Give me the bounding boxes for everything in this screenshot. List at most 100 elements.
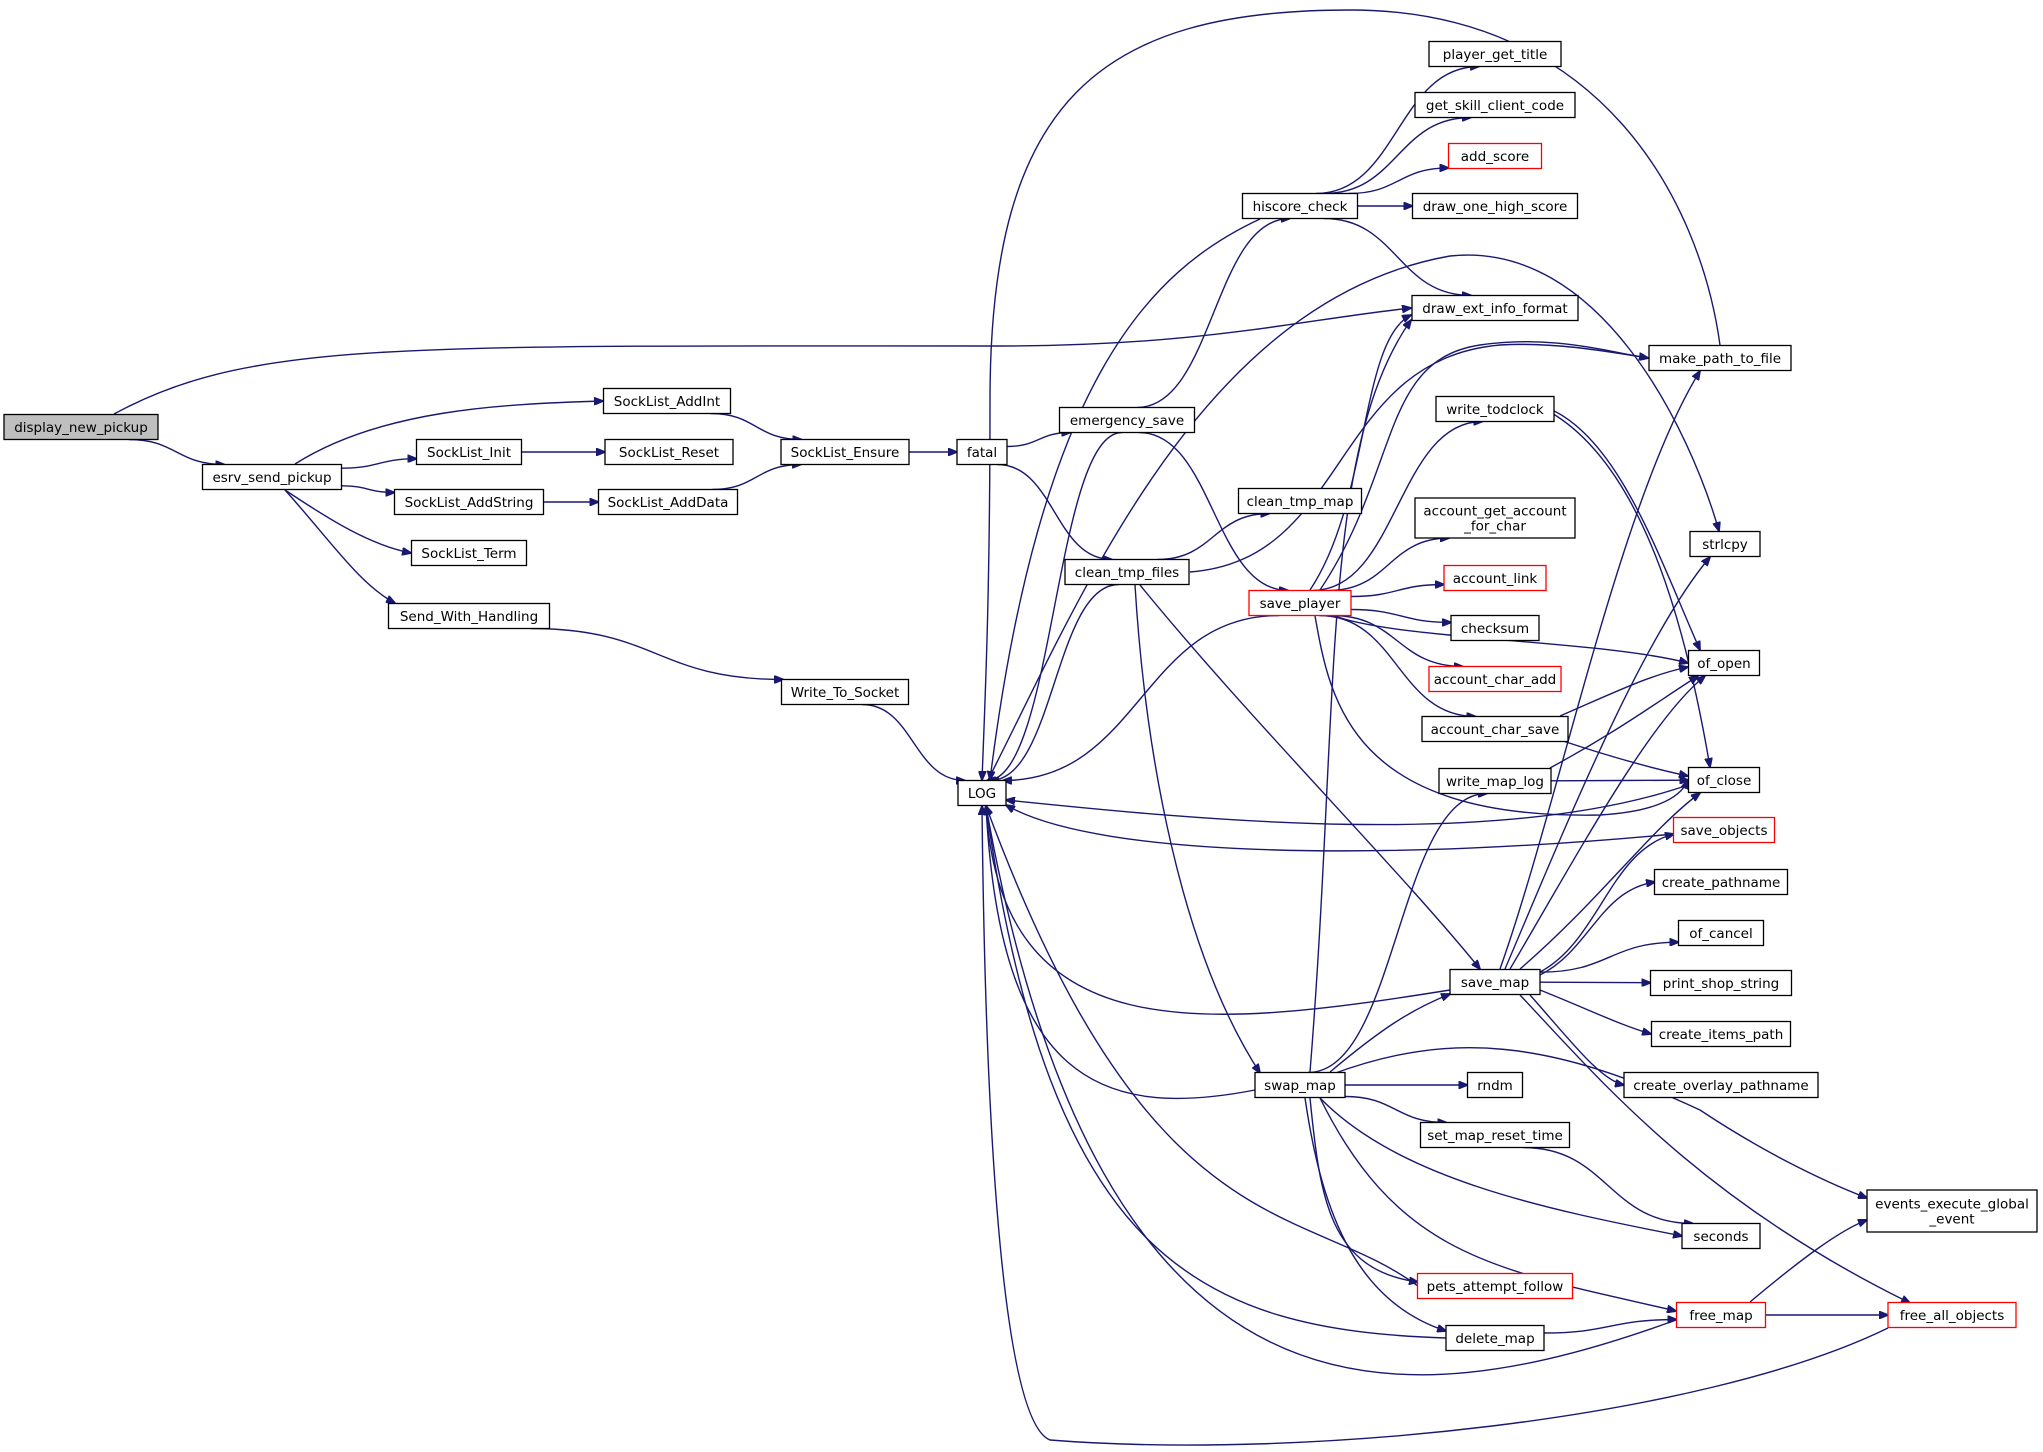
edge-write_map_log-to-of_close <box>1550 780 1689 781</box>
node-label: account_char_save <box>1431 722 1560 738</box>
node-label: account_char_add <box>1434 672 1557 688</box>
edge-swap_map-to-delete_map <box>1304 1097 1446 1331</box>
edge-layer <box>113 9 1910 1446</box>
node-Write_To_Socket[interactable]: Write_To_Socket <box>780 678 910 706</box>
node-box <box>1449 968 1541 996</box>
node-write_map_log[interactable]: write_map_log <box>1438 767 1552 795</box>
node-get_skill_client_code[interactable]: get_skill_client_code <box>1414 91 1576 119</box>
node-LOG[interactable]: LOG <box>957 779 1007 807</box>
edge-save_player-to-LOG <box>1003 614 1280 781</box>
node-emergency_save[interactable]: emergency_save <box>1058 406 1196 434</box>
node-delete_map[interactable]: delete_map <box>1445 1324 1545 1352</box>
node-box <box>1650 1020 1792 1048</box>
edge-hiscore_check-to-player_get_title <box>1315 67 1479 195</box>
edge-emergency_save-to-hiscore_check <box>1137 219 1290 409</box>
edge-emergency_save-to-save_player <box>1138 431 1288 591</box>
node-box <box>1411 294 1579 322</box>
edge-clean_tmp_files-to-clean_tmp_map <box>1157 514 1270 561</box>
node-create_items_path[interactable]: create_items_path <box>1650 1020 1792 1048</box>
node-box <box>1687 766 1761 794</box>
node-clean_tmp_files[interactable]: clean_tmp_files <box>1064 558 1190 586</box>
node-label: make_path_to_file <box>1659 351 1781 367</box>
node-label: SockList_Init <box>427 445 511 461</box>
node-label: events_execute_global_event <box>1875 1197 2029 1228</box>
node-write_todclock[interactable]: write_todclock <box>1435 395 1555 423</box>
node-SockList_AddInt[interactable]: SockList_AddInt <box>602 387 732 415</box>
node-clean_tmp_map[interactable]: clean_tmp_map <box>1237 487 1363 515</box>
node-checksum[interactable]: checksum <box>1450 614 1540 642</box>
node-of_cancel[interactable]: of_cancel <box>1677 919 1765 947</box>
node-create_overlay_pathname[interactable]: create_overlay_pathname <box>1623 1071 1819 1099</box>
node-fatal[interactable]: fatal <box>956 438 1008 466</box>
node-SockList_Ensure[interactable]: SockList_Ensure <box>780 438 910 466</box>
edge-save_map-to-create_pathname <box>1539 882 1655 976</box>
node-free_all_objects[interactable]: free_all_objects <box>1887 1301 2017 1329</box>
node-of_open[interactable]: of_open <box>1687 649 1761 677</box>
node-save_objects[interactable]: save_objects <box>1672 816 1776 844</box>
node-account_char_save[interactable]: account_char_save <box>1421 715 1569 743</box>
node-account_link[interactable]: account_link <box>1443 564 1547 592</box>
node-pets_attempt_follow[interactable]: pets_attempt_follow <box>1416 1272 1574 1300</box>
node-SockList_AddString[interactable]: SockList_AddString <box>393 488 545 516</box>
node-rndm[interactable]: rndm <box>1466 1071 1524 1099</box>
node-box <box>1677 919 1765 947</box>
node-SockList_AddData[interactable]: SockList_AddData <box>597 488 739 516</box>
node-swap_map[interactable]: swap_map <box>1254 1071 1346 1099</box>
edge-swap_map-to-set_map_reset_time <box>1344 1095 1446 1123</box>
node-of_close[interactable]: of_close <box>1687 766 1761 794</box>
node-display_new_pickup[interactable]: display_new_pickup <box>3 413 159 441</box>
edge-account_char_save-to-of_open <box>1559 667 1688 717</box>
edge-display_new_pickup-to-esrv_send_pickup <box>128 438 225 465</box>
node-label: fatal <box>967 445 997 461</box>
node-save_map[interactable]: save_map <box>1449 968 1541 996</box>
edge-set_map_reset_time-to-seconds <box>1522 1146 1693 1224</box>
node-SockList_Reset[interactable]: SockList_Reset <box>604 438 734 466</box>
node-draw_one_high_score[interactable]: draw_one_high_score <box>1411 192 1579 220</box>
edge-clean_tmp_files-to-LOG <box>990 583 1119 781</box>
edge-esrv_send_pickup-to-SockList_AddString <box>341 485 395 493</box>
node-label: SockList_Reset <box>619 445 719 461</box>
node-label: emergency_save <box>1070 413 1184 429</box>
edge-account_char_save-to-of_close <box>1559 739 1688 776</box>
node-SockList_Init[interactable]: SockList_Init <box>415 438 523 466</box>
edge-save_map-to-LOG <box>986 806 1451 1015</box>
node-draw_ext_info_format[interactable]: draw_ext_info_format <box>1411 294 1579 322</box>
node-player_get_title[interactable]: player_get_title <box>1428 40 1562 68</box>
node-print_shop_string[interactable]: print_shop_string <box>1649 969 1793 997</box>
edge-pets_attempt_follow-to-LOG <box>986 806 1419 1287</box>
node-label: swap_map <box>1264 1078 1336 1094</box>
edge-save_map-to-create_overlay_pathname <box>1529 994 1624 1085</box>
node-esrv_send_pickup[interactable]: esrv_send_pickup <box>201 463 343 491</box>
node-set_map_reset_time[interactable]: set_map_reset_time <box>1419 1121 1571 1149</box>
edge-free_map-to-events_execute_global_event <box>1749 1220 1867 1303</box>
node-label: rndm <box>1477 1078 1513 1094</box>
node-box <box>1411 192 1579 220</box>
node-account_char_add[interactable]: account_char_add <box>1428 665 1562 693</box>
node-label: of_close <box>1697 773 1752 789</box>
node-box <box>1421 715 1569 743</box>
edge-SockList_AddInt-to-SockList_Ensure <box>710 412 802 440</box>
node-label: draw_one_high_score <box>1423 199 1568 215</box>
node-free_map[interactable]: free_map <box>1675 1301 1767 1329</box>
node-make_path_to_file[interactable]: make_path_to_file <box>1648 344 1792 372</box>
node-box <box>387 602 551 630</box>
node-label: delete_map <box>1455 1331 1534 1347</box>
edge-hiscore_check-to-draw_ext_info_format <box>1323 217 1471 296</box>
node-account_get_account_for_char[interactable]: account_get_account_for_char <box>1414 497 1576 539</box>
node-Send_With_Handling[interactable]: Send_With_Handling <box>387 602 551 630</box>
node-hiscore_check[interactable]: hiscore_check <box>1241 192 1359 220</box>
node-box <box>1254 1071 1346 1099</box>
node-strlcpy[interactable]: strlcpy <box>1689 530 1761 558</box>
edge-clean_tmp_files-to-save_map <box>1139 584 1480 969</box>
node-save_player[interactable]: save_player <box>1248 589 1352 617</box>
node-events_execute_global_event[interactable]: events_execute_global_event <box>1866 1189 2038 1233</box>
node-seconds[interactable]: seconds <box>1681 1222 1761 1250</box>
node-label: pets_attempt_follow <box>1427 1279 1564 1295</box>
node-box <box>1450 614 1540 642</box>
node-add_score[interactable]: add_score <box>1447 142 1543 170</box>
node-create_pathname[interactable]: create_pathname <box>1653 868 1789 896</box>
edge-save_map-to-of_cancel <box>1539 942 1679 973</box>
edge-save_map-to-create_items_path <box>1539 989 1651 1034</box>
edge-write_todclock-to-of_open <box>1549 408 1700 650</box>
node-SockList_Term[interactable]: SockList_Term <box>410 539 528 567</box>
